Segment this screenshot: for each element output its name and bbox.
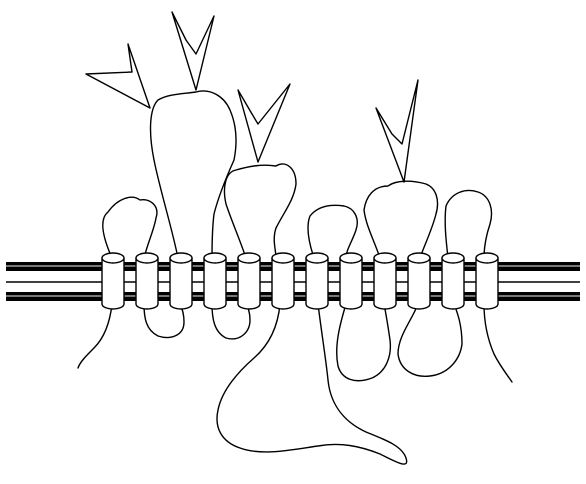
helix-6	[272, 253, 294, 309]
helix-top-cap	[340, 253, 362, 263]
helix-body	[340, 258, 362, 309]
helix-10	[408, 253, 430, 309]
glycan-chain-1	[86, 44, 150, 108]
glycan-chain-3	[238, 84, 290, 162]
helix-top-cap	[374, 253, 396, 263]
helix-body	[442, 258, 464, 309]
extracellular-loop-1	[103, 197, 157, 258]
helix-5	[238, 253, 260, 309]
helix-top-cap	[476, 253, 498, 263]
helix-top-cap	[306, 253, 328, 263]
helix-7	[306, 253, 328, 309]
extracellular-loop-4	[308, 205, 357, 258]
helix-4	[204, 253, 226, 309]
extracellular-loop-3	[224, 164, 296, 258]
helix-top-cap	[170, 253, 192, 263]
helix-top-cap	[102, 253, 124, 263]
glycan-chain-4	[376, 80, 418, 182]
extracellular-loop-5	[364, 181, 438, 258]
c-terminus	[484, 304, 512, 382]
helix-8	[340, 253, 362, 309]
n-terminus	[78, 304, 112, 368]
helix-body	[306, 258, 328, 309]
helix-9	[374, 253, 396, 309]
helix-body	[408, 258, 430, 309]
helix-top-cap	[408, 253, 430, 263]
helix-3	[170, 253, 192, 309]
helix-body	[476, 258, 498, 309]
intracellular-loop-4	[337, 304, 391, 381]
helix-top-cap	[272, 253, 294, 263]
intracellular-loop-5	[398, 304, 462, 376]
helix-12	[476, 253, 498, 309]
helix-body	[238, 258, 260, 309]
glycan-chain-2	[172, 12, 214, 90]
helix-body	[136, 258, 158, 309]
helix-2	[136, 253, 158, 309]
helix-body	[170, 258, 192, 309]
helix-1	[102, 253, 124, 309]
extracellular-loop-2-large	[151, 91, 237, 258]
helix-body	[204, 258, 226, 309]
intracellular-loop-3-tail	[217, 304, 407, 464]
helix-body	[272, 258, 294, 309]
helix-body	[374, 258, 396, 309]
helix-top-cap	[136, 253, 158, 263]
helix-body	[102, 258, 124, 309]
helix-top-cap	[238, 253, 260, 263]
glycosylation-sites	[86, 12, 418, 182]
helix-11	[442, 253, 464, 309]
extracellular-loop-6	[445, 191, 491, 258]
helix-top-cap	[204, 253, 226, 263]
helix-top-cap	[442, 253, 464, 263]
